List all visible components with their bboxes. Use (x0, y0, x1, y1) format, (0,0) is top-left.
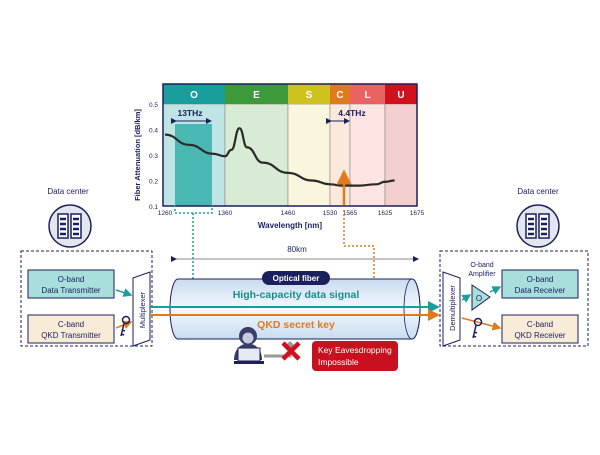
tx1-arrow (115, 288, 133, 297)
band-O-label: O (190, 90, 198, 101)
band-L-header (350, 84, 385, 104)
band-S-header (288, 84, 330, 104)
qkd-key-label: QKD secret key (257, 319, 335, 331)
rx1-line1: O-band (527, 275, 554, 284)
x-tick-label: 1260 (158, 210, 173, 217)
band-E-header (225, 84, 288, 104)
band-E-label: E (253, 90, 260, 101)
left-server-icon (48, 204, 92, 248)
band-U-label: U (397, 90, 404, 101)
rx2-line2: QKD Receiver (514, 331, 565, 340)
y-tick-label: 0.1 (149, 204, 158, 211)
band-S-label: S (306, 90, 313, 101)
o-band-transmitter (27, 269, 115, 299)
x-tick-label: 1675 (410, 210, 425, 217)
chart-frame (162, 83, 418, 207)
band-C-header (330, 84, 350, 104)
c-band-receiver (501, 314, 579, 344)
blocked-x-icon (281, 341, 301, 361)
eavesdrop-line2: Impossible (318, 357, 359, 367)
y-tick-label: 0.3 (149, 153, 158, 160)
optical-fiber-badge (262, 271, 330, 285)
y-tick-label: 0.4 (149, 128, 158, 135)
x-tick-label: 1460 (281, 210, 296, 217)
band-L-label: L (364, 90, 370, 101)
o-band-link-dotted (174, 205, 213, 308)
band-E-area (224, 103, 289, 207)
tx1-line1: O-band (58, 275, 85, 284)
rx2-line1: C-band (527, 320, 553, 329)
x-tick-label: 1360 (218, 210, 233, 217)
left-datacenter-label: Data center (47, 187, 89, 196)
y-tick-label: 0.2 (149, 179, 158, 186)
right-key-icon (472, 317, 483, 339)
x-tick-label: 1565 (343, 210, 358, 217)
optical-fiber-label: Optical fiber (273, 274, 320, 283)
o-band-width-label: 13THz (177, 108, 202, 118)
y-axis-label: Fiber Attenuation [dB/km] (133, 109, 142, 201)
distance-label: 80km (287, 245, 307, 254)
y-tick-label: 0.5 (149, 102, 158, 109)
x-tick-label: 1530 (323, 210, 338, 217)
band-U-area (384, 103, 418, 207)
left-datacenter-box (20, 250, 153, 347)
o-band-usable-region (175, 124, 212, 206)
amplifier-label-line1: O-band (470, 262, 493, 269)
right-datacenter-box (439, 250, 589, 347)
x-tick-label: 1625 (378, 210, 393, 217)
hacker-icon (234, 327, 264, 364)
band-C-area (329, 103, 351, 207)
o-band-amplifier (471, 284, 491, 311)
band-O-header (163, 84, 225, 104)
multiplexer-label: Multiplexer (138, 291, 147, 328)
demultiplexer-label: Demultiplexer (448, 285, 457, 331)
left-key-icon (120, 315, 131, 337)
tx2-line2: QKD Transmitter (41, 331, 101, 340)
tx1-line2: Data Transmitter (41, 286, 100, 295)
amplifier-symbol: O (476, 294, 482, 303)
band-C-label: C (336, 90, 343, 101)
data-signal-label: High-capacity data signal (233, 289, 360, 301)
right-server-icon (516, 204, 560, 248)
right-datacenter-label: Data center (517, 187, 559, 196)
c-band-transmitter (27, 314, 115, 344)
demultiplexer (442, 271, 461, 347)
rx1-line2: Data Receiver (515, 286, 566, 295)
eavesdrop-warning-badge (312, 341, 398, 371)
o-band-receiver (501, 269, 579, 299)
band-S-area (287, 103, 331, 207)
multiplexer (132, 271, 151, 347)
band-L-area (349, 103, 386, 207)
c-band-width-label: 4.4THz (338, 108, 365, 118)
x-axis-label: Wavelength [nm] (258, 221, 322, 230)
band-U-header (385, 84, 417, 104)
attenuation-curve (164, 127, 395, 187)
amplifier-label-line2: Amplifier (468, 271, 496, 278)
eavesdrop-line1: Key Eavesdropping (318, 345, 392, 355)
tx2-line1: C-band (58, 320, 84, 329)
